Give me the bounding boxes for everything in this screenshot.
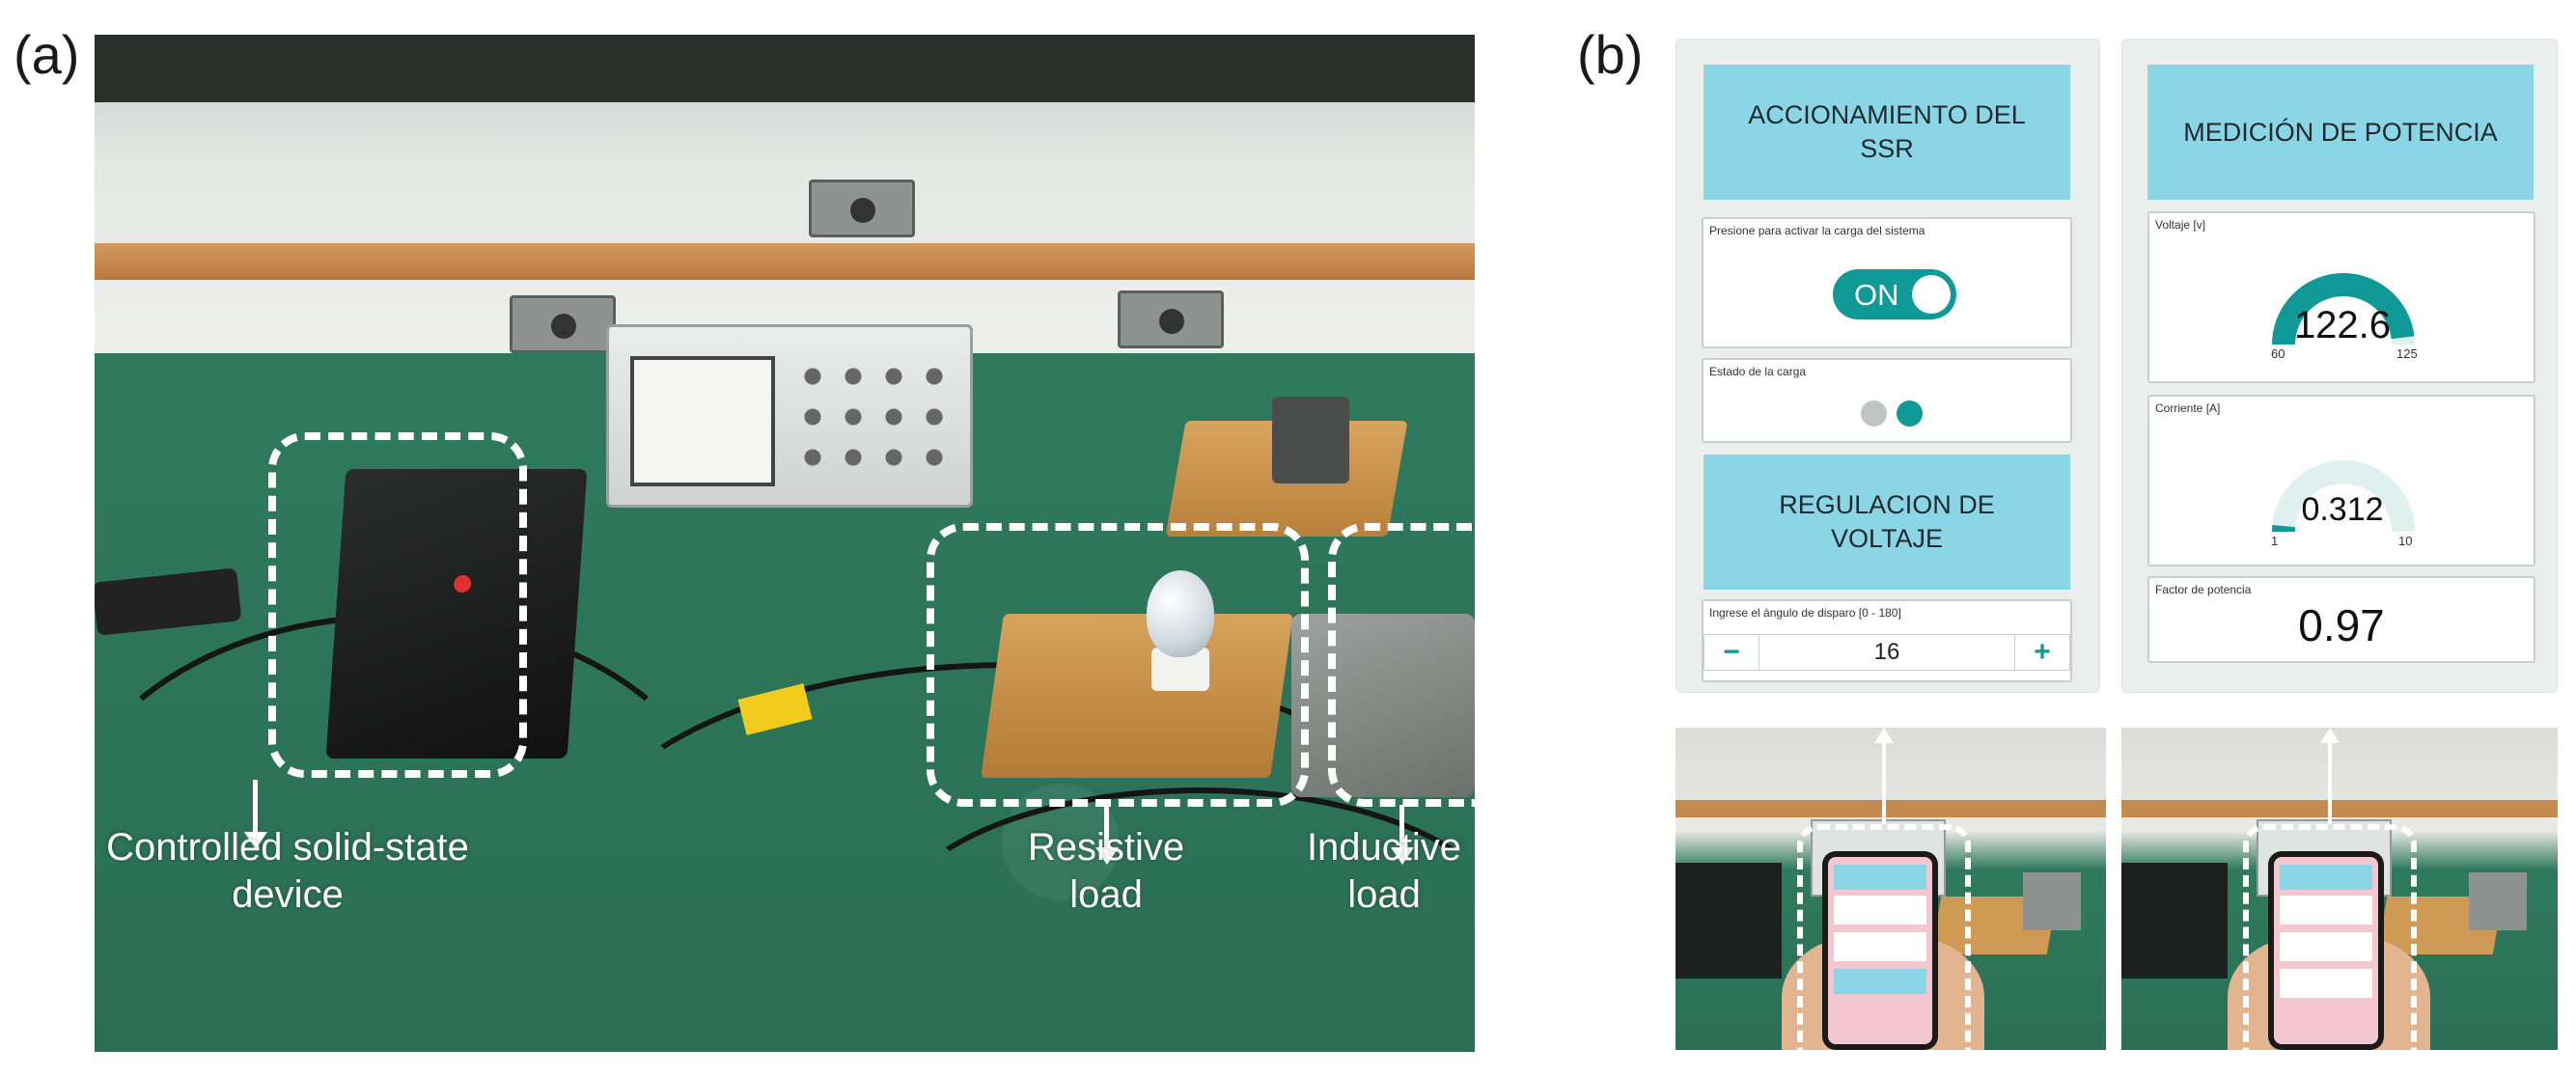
firing-angle-input[interactable]: 16	[1759, 634, 2014, 671]
dashboard-right-column: MEDICIÓN DE POTENCIA Voltaje [v] 122.6 6…	[2121, 39, 2558, 693]
ssr-toggle[interactable]: ON	[1833, 269, 1956, 319]
ssr-enclosure	[1676, 863, 1782, 979]
lab-setup-photo: Controlled solid-state device Resistive …	[95, 35, 1475, 1052]
arrow-head	[1095, 847, 1119, 865]
ssr-header: ACCIONAMIENTO DEL SSR	[1703, 65, 2070, 200]
phone-screen	[1828, 857, 1932, 1044]
panel-b-label: (b)	[1577, 24, 1644, 85]
voltage-gauge	[2272, 273, 2415, 345]
current-min: 1	[2271, 534, 2279, 548]
smartphone	[1822, 851, 1938, 1050]
small-transformer	[1272, 397, 1349, 483]
caption-line: load	[1069, 872, 1143, 916]
gauge-fill	[2272, 273, 2415, 345]
wall-outlet	[1118, 290, 1224, 348]
current-gauge-widget: Corriente [A] 0.312 1 10	[2147, 395, 2535, 566]
caption-resistive: Resistive load	[942, 824, 1270, 919]
highlight-box-phone	[1797, 824, 1971, 1050]
upper-shelf	[95, 35, 1475, 102]
highlight-box-device	[268, 432, 527, 778]
highlight-box-phone	[2243, 824, 2417, 1050]
voltage-label: Voltaje [v]	[2155, 218, 2206, 232]
highlight-box-resistive	[927, 523, 1309, 807]
power-factor-label: Factor de potencia	[2155, 583, 2252, 596]
firing-angle-widget: Ingrese el ángulo de disparo [0 - 180] −…	[1702, 599, 2072, 682]
oscilloscope-screen	[630, 356, 775, 486]
screen-card	[1834, 896, 1926, 925]
wall-outlet	[510, 295, 616, 353]
inductive-load-transformer	[1291, 614, 1475, 797]
caption-line: load	[1347, 872, 1421, 916]
smartphone	[2268, 851, 2384, 1050]
arrow	[1104, 805, 1109, 849]
caption-line: Controlled solid-state	[106, 826, 469, 869]
toggle-knob	[1912, 275, 1951, 314]
power-measurement-header: MEDICIÓN DE POTENCIA	[2147, 65, 2534, 200]
highlight-box-inductive	[1328, 523, 1475, 807]
power-factor-widget: Factor de potencia 0.97	[2147, 576, 2535, 663]
oscilloscope-knobs	[792, 356, 956, 486]
arrow	[253, 780, 258, 834]
current-label: Corriente [A]	[2155, 401, 2221, 415]
arrow	[2328, 739, 2332, 824]
caption-line: device	[232, 872, 344, 916]
screen-header	[1834, 865, 1926, 890]
dashboard-left-column: ACCIONAMIENTO DEL SSR Presione para acti…	[1676, 39, 2100, 693]
transformer	[2023, 872, 2081, 930]
wall-trim	[95, 243, 1475, 280]
arrow	[1882, 739, 1886, 824]
phone-demo-photo-on	[1676, 728, 2106, 1050]
gauge-track	[2272, 460, 2415, 533]
current-gauge	[2272, 460, 2415, 533]
current-max: 10	[2398, 534, 2413, 548]
wall-outlet	[809, 180, 915, 237]
arrow-head	[2320, 728, 2340, 743]
decrement-button[interactable]: −	[1703, 634, 1759, 671]
load-on-indicator	[1897, 400, 1923, 427]
load-state-widget: Estado de la carga	[1702, 358, 2072, 443]
ssr-switch-widget: Presione para activar la carga del siste…	[1702, 217, 2072, 348]
voltage-value: 122.6	[2293, 304, 2392, 346]
load-state-label: Estado de la carga	[1709, 365, 1807, 378]
arrow	[1399, 805, 1404, 849]
screen-card	[2280, 896, 2372, 925]
phone-demo-photo-gauge	[2121, 728, 2558, 1050]
ssr-enclosure	[2121, 863, 2228, 979]
toggle-text: ON	[1854, 278, 1899, 312]
caption-inductive: Inductive load	[1278, 824, 1475, 919]
power-factor-value: 0.97	[2298, 600, 2385, 650]
arrow-head	[1874, 728, 1894, 743]
caption-line: Inductive	[1306, 826, 1462, 869]
voltage-min: 60	[2271, 346, 2285, 361]
current-value: 0.312	[2301, 491, 2384, 528]
oscilloscope	[606, 324, 973, 508]
transformer	[2469, 872, 2527, 930]
increment-button[interactable]: +	[2014, 634, 2070, 671]
wall-trim	[2121, 800, 2558, 817]
screen-header	[1834, 969, 1926, 994]
screen-card	[2280, 932, 2372, 961]
panel-a-label: (a)	[14, 24, 80, 85]
load-off-indicator	[1861, 400, 1887, 427]
phone-screen	[2274, 857, 2378, 1044]
wall-trim	[1676, 800, 2106, 817]
caption-device: Controlled solid-state device	[95, 824, 481, 919]
switch-label: Presione para activar la carga del siste…	[1709, 224, 1925, 237]
screen-header	[2280, 865, 2372, 890]
screen-card	[1834, 932, 1926, 961]
firing-angle-label: Ingrese el ángulo de disparo [0 - 180]	[1709, 606, 1901, 620]
arrow-head	[1391, 847, 1414, 865]
caption-line: Resistive	[1027, 826, 1185, 869]
screen-card	[2280, 969, 2372, 998]
cable	[886, 787, 1475, 1052]
voltage-regulation-header: REGULACION DE VOLTAJE	[1703, 455, 2070, 590]
voltage-max: 125	[2396, 346, 2418, 361]
arrow-head	[244, 832, 267, 849]
voltage-gauge-widget: Voltaje [v] 122.6 60 125	[2147, 211, 2535, 383]
light-bulb	[1147, 570, 1214, 657]
